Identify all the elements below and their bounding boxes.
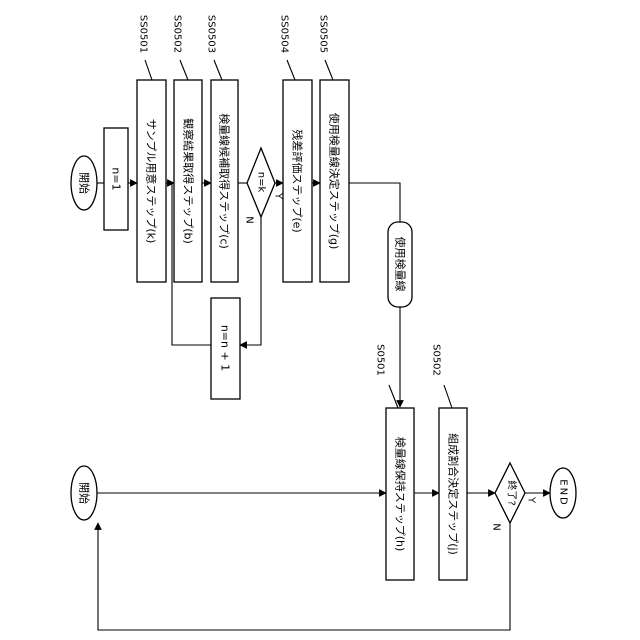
connector-group: 使用検量線 <box>388 222 412 407</box>
ref-ss0502: SS0502 <box>172 15 183 53</box>
flow-a: 開始 n=1 サンプル用意ステップ(k) 観察結果取得ステップ(b) 検量線候補… <box>71 15 400 399</box>
init-label: n=1 <box>110 167 123 190</box>
leader-s0501 <box>389 385 398 408</box>
leader-ss0505 <box>325 60 333 80</box>
flow-b: 開始 検量線保持ステップ(h) 組成割合決定ステップ(j) 終了? Y N EN… <box>71 344 576 630</box>
step-g-label: 使用検量線決定ステップ(g) <box>328 113 342 250</box>
ref-s0501: S0501 <box>375 344 386 376</box>
decision-b-yes: Y <box>526 496 537 504</box>
leader-ss0501 <box>145 60 152 80</box>
step-b-label: 観察結果取得ステップ(b) <box>182 118 196 244</box>
ref-ss0503: SS0503 <box>206 15 217 53</box>
leader-ss0502 <box>180 60 188 80</box>
line-g-to-connector <box>349 183 400 222</box>
ref-s0502: S0502 <box>431 344 442 376</box>
connector-label: 使用検量線 <box>394 237 408 292</box>
step-k-label: サンプル用意ステップ(k) <box>145 119 159 244</box>
leader-ss0504 <box>287 60 295 80</box>
end-label: END <box>558 479 569 507</box>
step-h-label: 検量線保持ステップ(h) <box>394 437 408 552</box>
ref-ss0505: SS0505 <box>318 15 329 53</box>
decision-a-label: n=k <box>256 172 267 193</box>
step-c-label: 検量線候補取得ステップ(c) <box>218 113 232 249</box>
step-e-label: 残差評価ステップ(e) <box>291 129 305 232</box>
decision-a-no: N <box>244 216 255 223</box>
decision-b-label: 終了? <box>506 480 519 505</box>
start-label-a: 開始 <box>78 172 92 194</box>
ref-ss0504: SS0504 <box>279 15 290 53</box>
decision-b-no: N <box>491 523 502 530</box>
arrow-no-to-increment <box>240 217 261 345</box>
leader-ss0503 <box>214 60 222 80</box>
start-label-b: 開始 <box>78 482 92 504</box>
step-j-label: 組成割合決定ステップ(j) <box>447 433 461 555</box>
decision-a-yes: Y <box>273 192 284 200</box>
ref-ss0501: SS0501 <box>138 15 149 53</box>
leader-s0502 <box>444 385 452 408</box>
increment-label: n=n + 1 <box>219 325 232 371</box>
